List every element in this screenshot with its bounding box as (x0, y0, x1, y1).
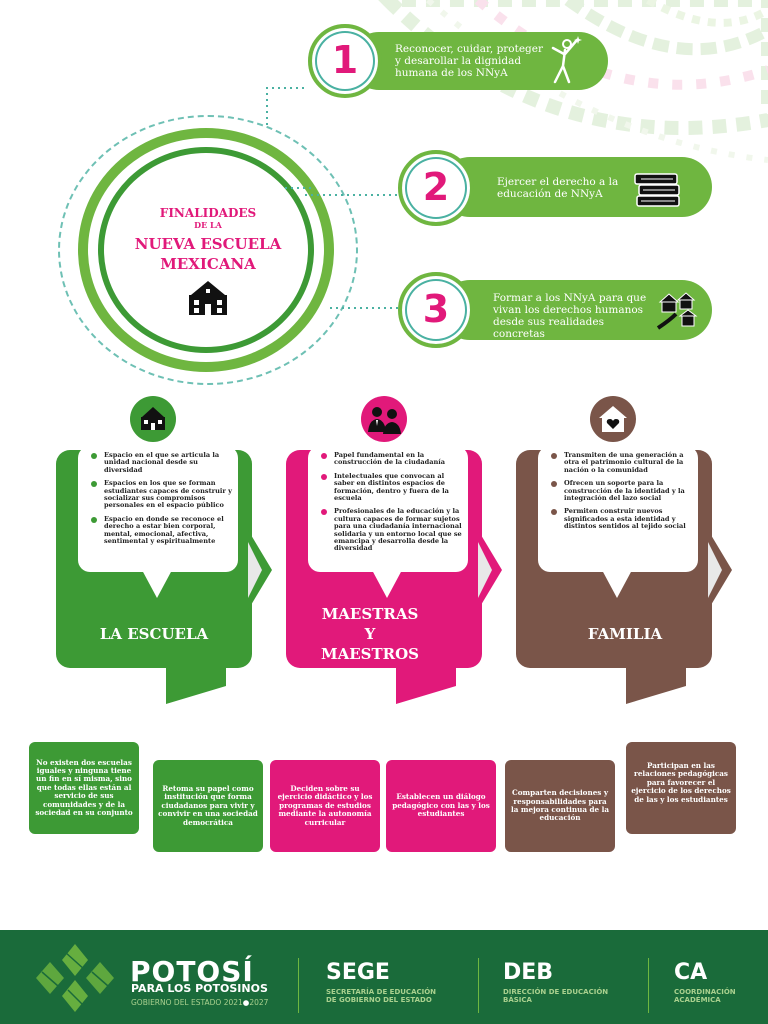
column-escuela-tail (166, 660, 226, 704)
green-ring (78, 128, 334, 372)
title-de-la: DE LA (194, 220, 222, 230)
maestros-item-2: Intelectuales que convocan al saber en d… (321, 472, 462, 503)
finalidad-2-number: 2 (398, 150, 474, 226)
number-2: 2 (422, 165, 450, 210)
footer-gobierno-text: GOBIERNO DEL ESTADO 2021 (131, 998, 243, 1007)
escuela-item-3: Espacio en donde se reconoce el derecho … (91, 515, 232, 546)
finalidad-3-number: 3 (398, 272, 474, 348)
title-line-nueva-escuela: NUEVA ESCUELA (134, 235, 282, 253)
maestros-item-1: Papel fundamental en la construcción de … (321, 451, 462, 467)
footer-separator (478, 958, 479, 1013)
footer-tagline: PARA LOS POTOSINOS (131, 982, 268, 995)
familia-item-1: Transmiten de una generación a otra el p… (551, 451, 692, 474)
footer-deb: DEB (503, 960, 554, 985)
house-heart-icon (599, 406, 627, 432)
column-escuela-arrow (248, 530, 272, 610)
finalidad-2-text: Ejercer el derecho a la educación de NNy… (497, 176, 619, 200)
sege-desc-line1: SECRETARÍA DE EDUCACIÓN (326, 988, 437, 996)
footer-bar (0, 930, 768, 1024)
footer-ca: CA (674, 960, 708, 985)
escuela-item-1: Espacio en el que se articula la unidad … (91, 451, 232, 474)
bubble-pointer (372, 570, 402, 598)
bottom-box-familia-2: Participan en las relaciones pedagógicas… (626, 742, 736, 834)
familia-item-2: Ofrecen un soporte para la construcción … (551, 479, 692, 502)
deb-desc-line2: BÁSICA (503, 996, 532, 1004)
finalidad-1-text: Reconocer, cuidar, proteger y desarollar… (395, 43, 544, 79)
bottom-box-escuela-1: No existen dos escuelas iguales y ningun… (29, 742, 139, 834)
bubble-pointer (602, 570, 632, 598)
escuela-item-2: Espacios en los que se forman estudiante… (91, 479, 233, 510)
column-familia-tail (626, 660, 686, 704)
maestros-item-3: Profesionales de la educación y la cultu… (321, 507, 462, 553)
column-escuela-bubble: Espacio en el que se articula la unidad … (78, 446, 238, 572)
footer-sege-desc: SECRETARÍA DE EDUCACIÓN DE GOBIERNO DEL … (326, 988, 436, 1004)
maestros-title-line1: MAESTRAS (321, 605, 419, 623)
footer-ca-desc: COORDINACIÓN ACADÉMICA (674, 988, 736, 1004)
footer-brand: POTOSÍ (130, 955, 254, 988)
column-familia-bubble: Transmiten de una generación a otra el p… (538, 446, 698, 572)
connector-line-2 (305, 194, 405, 196)
title-finalidades: FINALIDADES (159, 206, 257, 220)
column-familia-arrow (708, 530, 732, 610)
ca-desc-line1: COORDINACIÓN (674, 988, 736, 996)
number-3: 3 (422, 287, 450, 332)
number-1: 1 (331, 38, 359, 83)
column-familia-title: FAMILIA (587, 625, 663, 643)
column-maestros-bubble: Papel fundamental en la construcción de … (308, 446, 468, 572)
column-escuela-title: LA ESCUELA (99, 625, 209, 643)
ca-desc-line2: ACADÉMICA (674, 996, 721, 1004)
books-stack-icon (634, 173, 680, 207)
column-maestros-title: MAESTRAS Y MAESTROS (286, 604, 454, 664)
community-houses-icon (656, 292, 698, 330)
column-3-icon-badge (590, 396, 636, 442)
column-1-icon-badge (130, 396, 176, 442)
finalidad-3-text: Formar a los NNyA para que vivan los der… (493, 292, 647, 340)
potosi-logo-icon (36, 944, 114, 1012)
footer-deb-desc: DIRECCIÓN DE EDUCACIÓN BÁSICA (503, 988, 608, 1004)
connector-lines (266, 87, 315, 189)
teachers-icon (368, 407, 401, 434)
footer-sege: SEGE (326, 960, 390, 985)
footer-gobierno: GOBIERNO DEL ESTADO 2021●2027 (131, 998, 269, 1007)
finalidad-1-banner: Reconocer, cuidar, proteger y desarollar… (350, 32, 608, 90)
bottom-box-maestros-2: Establecen un diálogo pedagógico con las… (386, 760, 496, 852)
school-building-icon (189, 281, 227, 315)
title-nueva-escuela: NUEVA ESCUELA MEXICANA (108, 234, 308, 274)
title-line-mexicana: MEXICANA (160, 255, 256, 273)
outer-dashed-ring (58, 115, 358, 385)
deb-desc-line1: DIRECCIÓN DE EDUCACIÓN (503, 988, 609, 996)
bottom-box-maestros-1: Deciden sobre su ejercicio didáctico y l… (270, 760, 380, 852)
column-maestros-arrow (478, 530, 502, 610)
footer-separator (648, 958, 649, 1013)
bubble-pointer (142, 570, 172, 598)
inner-green-ring (98, 147, 314, 353)
maestros-title-line3: MAESTROS (320, 645, 420, 663)
maestros-title-line2: Y (364, 625, 376, 643)
school-building-icon (141, 407, 165, 430)
celebrating-person-icon (551, 36, 582, 84)
finalidad-1-number: 1 (308, 24, 382, 98)
finalidad-2-banner: Ejercer el derecho a la educación de NNy… (440, 157, 712, 217)
column-2-icon-badge (361, 396, 407, 442)
bottom-box-familia-1: Comparten decisiones y responsabilidades… (505, 760, 615, 852)
familia-item-3: Permiten construir nuevos significados a… (551, 508, 692, 530)
sege-desc-line2: DE GOBIERNO DEL ESTADO (326, 996, 432, 1004)
footer-separator (298, 958, 299, 1013)
column-maestros-tail (396, 660, 456, 704)
footer-gobierno-end: 2027 (249, 998, 269, 1007)
bottom-box-escuela-2: Retoma su papel como institución que for… (153, 760, 263, 852)
